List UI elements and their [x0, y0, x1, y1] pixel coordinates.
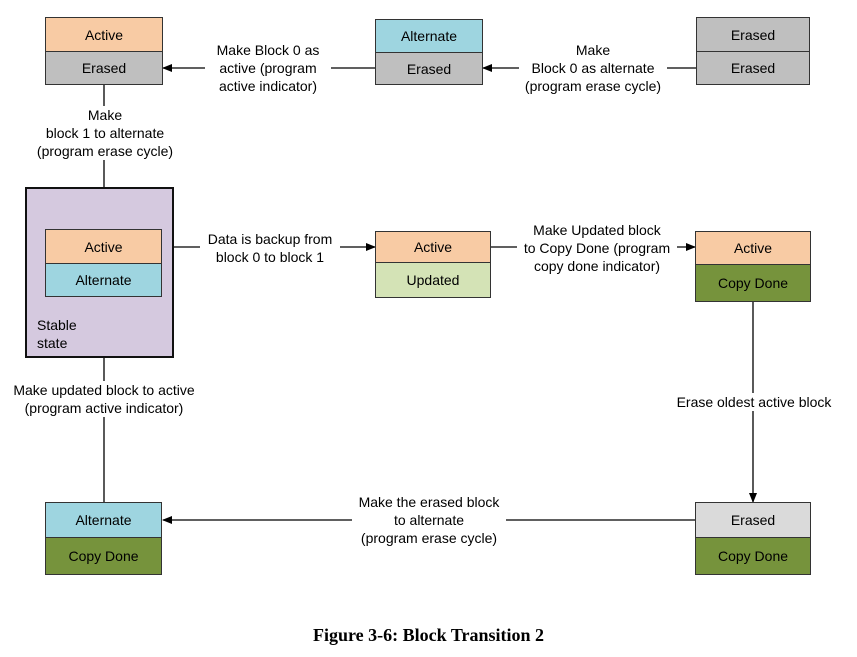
label-line: copy done indicator): [533, 258, 661, 274]
label-make-updated-active: Make updated block to active (program ac…: [6, 381, 202, 417]
top-left-block-top: Active: [45, 17, 163, 52]
label-line: to Copy Done (program: [523, 240, 671, 256]
label-line: active (program: [219, 60, 317, 76]
label-line: Make updated block to active: [13, 382, 195, 398]
label-data-backup: Data is backup from block 0 to block 1: [200, 230, 340, 266]
label-line: Make Updated block: [533, 222, 661, 238]
label-line: active indicator): [218, 78, 318, 94]
mid-right-block-top: Active: [695, 231, 811, 265]
label-line: Make the erased block: [358, 494, 500, 510]
top-middle-block-bottom: Erased: [375, 52, 483, 85]
label-make-erased-alternate: Make the erased block to alternate (prog…: [352, 493, 506, 547]
label-erase-to-alternate: Make Block 0 as alternate (program erase…: [519, 41, 667, 95]
bottom-left-block-top: Alternate: [45, 502, 162, 538]
label-line: (program erase cycle): [36, 143, 174, 159]
label-line: (program erase cycle): [360, 530, 498, 546]
label-line: Make Block 0 as: [216, 42, 320, 58]
stable-block-bottom: Alternate: [45, 263, 162, 297]
label-line: (program active indicator): [24, 400, 184, 416]
mid-middle-block-top: Active: [375, 231, 491, 263]
label-line: (program erase cycle): [524, 78, 662, 94]
label-line: to alternate: [393, 512, 465, 528]
bottom-right-block-bottom: Copy Done: [695, 537, 811, 575]
label-make-updated-copydone: Make Updated block to Copy Done (program…: [517, 221, 677, 275]
bottom-left-block-bottom: Copy Done: [45, 537, 162, 575]
top-right-block-bottom: Erased: [696, 51, 810, 85]
label-line: Make: [87, 107, 123, 123]
label-line: Data is backup from: [207, 231, 333, 247]
stable-state-label-line1: Stable: [37, 317, 77, 333]
label-line: Make: [575, 42, 611, 58]
stable-block-top: Active: [45, 229, 162, 264]
label-erase-oldest-active: Erase oldest active block: [671, 393, 837, 411]
stable-state-label: Stable state: [37, 316, 77, 352]
label-make-block1-alternate: Make block 1 to alternate (program erase…: [30, 106, 180, 160]
label-line: block 1 to alternate: [45, 125, 165, 141]
top-left-block-bottom: Erased: [45, 51, 163, 85]
top-middle-block-top: Alternate: [375, 19, 483, 53]
bottom-right-block-top: Erased: [695, 502, 811, 538]
label-make-block0-active: Make Block 0 as active (program active i…: [205, 41, 331, 95]
label-line: block 0 to block 1: [215, 249, 325, 265]
figure-caption: Figure 3-6: Block Transition 2: [312, 625, 544, 645]
top-right-block-top: Erased: [696, 17, 810, 52]
stable-state-label-line2: state: [37, 335, 68, 351]
mid-middle-block-bottom: Updated: [375, 262, 491, 298]
label-line: Block 0 as alternate: [531, 60, 655, 76]
label-line: Erase oldest active block: [676, 394, 832, 410]
mid-right-block-bottom: Copy Done: [695, 264, 811, 302]
